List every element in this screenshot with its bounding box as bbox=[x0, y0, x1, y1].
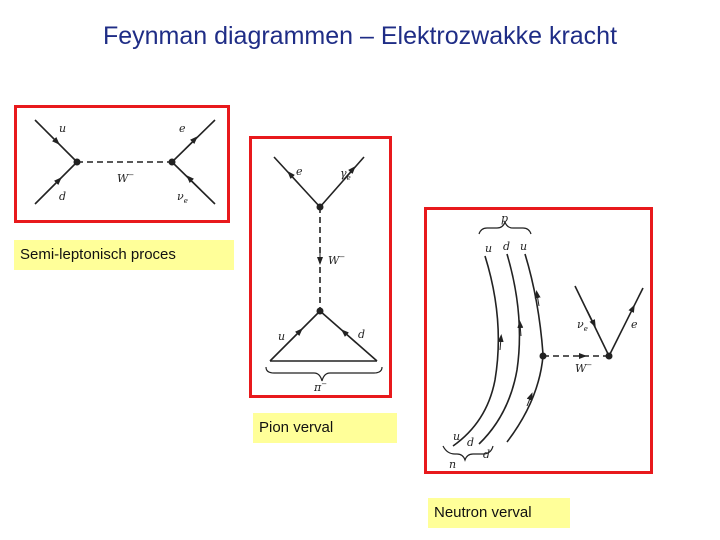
electron-line bbox=[608, 287, 644, 357]
label-d-bottom: d bbox=[483, 448, 490, 461]
label-d: d bbox=[59, 190, 66, 203]
label-gamma: γe bbox=[340, 167, 351, 182]
arrow-q3 bbox=[534, 290, 541, 307]
semi-leptonic-caption: Semi-leptonisch proces bbox=[14, 240, 234, 270]
e-arrow bbox=[184, 136, 198, 150]
label-w: W− bbox=[575, 361, 592, 375]
label-pi: π− bbox=[313, 380, 327, 394]
label-e: e bbox=[179, 122, 186, 135]
pion-decay-diagram: e γe W− u d π− bbox=[265, 156, 383, 394]
neutron-brace bbox=[442, 445, 494, 462]
nu-arrow bbox=[186, 175, 202, 191]
e-arrow bbox=[626, 304, 635, 321]
pion-decay-diagram-frame: e γe W− u d π− bbox=[249, 136, 392, 398]
nu-arrow bbox=[343, 166, 356, 180]
neutron-decay-diagram-frame: p u d u νe e W− u d d n bbox=[424, 207, 653, 474]
pion-decay-caption: Pion verval bbox=[253, 413, 397, 443]
neutron-decay-diagram: p u d u νe e W− u d d n bbox=[442, 212, 644, 471]
d-arrow bbox=[46, 177, 62, 193]
label-nu: νe bbox=[177, 190, 188, 205]
label-w: W− bbox=[328, 253, 345, 267]
quark-line-2 bbox=[478, 253, 521, 445]
label-e: e bbox=[631, 318, 638, 331]
label-u: u bbox=[278, 330, 285, 343]
page-title: Feynman diagrammen – Elektrozwakke krach… bbox=[102, 22, 618, 50]
quark-line-3-lower bbox=[506, 355, 544, 443]
e-arrow bbox=[287, 171, 301, 186]
proton-brace bbox=[478, 220, 532, 235]
semi-leptonic-diagram-frame: u d e νe W− bbox=[14, 105, 230, 223]
label-e: e bbox=[296, 165, 303, 178]
label-d1: d bbox=[503, 240, 510, 253]
nu-arrow bbox=[586, 309, 596, 328]
u-arrow bbox=[289, 328, 303, 342]
pion-brace bbox=[265, 366, 383, 382]
u-arrow bbox=[46, 131, 60, 145]
antineutrino-line bbox=[319, 156, 365, 208]
quark-line-3 bbox=[524, 253, 544, 356]
label-u2: u bbox=[520, 240, 527, 253]
label-p: p bbox=[501, 212, 508, 225]
label-d-mid: d bbox=[467, 436, 474, 449]
quark-line-1 bbox=[452, 255, 500, 447]
semi-leptonic-diagram: u d e νe W− bbox=[34, 119, 216, 205]
label-w: W− bbox=[117, 171, 134, 185]
arrow-q3-lower bbox=[526, 392, 533, 407]
d-arrow bbox=[341, 329, 357, 344]
neutron-decay-caption: Neutron verval bbox=[428, 498, 570, 528]
label-u: u bbox=[59, 122, 66, 135]
label-u-bottom: u bbox=[453, 430, 460, 443]
arrow-q1 bbox=[497, 334, 504, 351]
label-d: d bbox=[358, 328, 365, 341]
label-n: n bbox=[449, 458, 456, 471]
arrow-q2 bbox=[517, 320, 524, 337]
label-nu: νe bbox=[577, 318, 588, 333]
label-u1: u bbox=[485, 242, 492, 255]
